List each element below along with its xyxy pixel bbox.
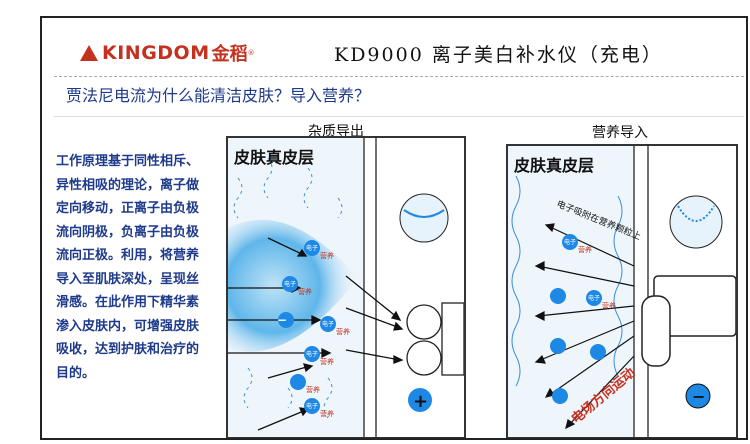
electrode-head bbox=[406, 302, 464, 376]
plus-sign: + bbox=[413, 391, 428, 412]
svg-text:电子: 电子 bbox=[306, 402, 318, 410]
magnifier-inset-right bbox=[669, 195, 723, 249]
header-divider bbox=[54, 76, 744, 77]
nutrient-labels-right: 营养 营养 bbox=[578, 245, 616, 310]
impurity-export-svg: 营养 营养 营养 营养 营养 营养 电子 电子 电子 电子 电子 − bbox=[228, 138, 464, 437]
minus-sign-right: − bbox=[692, 387, 705, 406]
device-body bbox=[641, 275, 736, 367]
caption-nutrient-import: 营养导入 bbox=[592, 125, 648, 141]
svg-text:营养: 营养 bbox=[602, 301, 616, 310]
brand-triangle-icon bbox=[80, 45, 98, 61]
product-title: KD9000 离子美白补水仪（充电） bbox=[334, 44, 663, 66]
minus-ion-sign: − bbox=[277, 313, 287, 327]
skin-dermis-label-left: 皮肤真皮层 bbox=[234, 148, 315, 167]
magnifier-curve bbox=[403, 209, 445, 218]
minus-electrode-icon bbox=[685, 383, 711, 409]
svg-text:营养: 营养 bbox=[320, 409, 334, 418]
electron-labels-right: 电子 电子 bbox=[564, 238, 600, 302]
svg-text:电子: 电子 bbox=[322, 320, 334, 328]
question-divider bbox=[54, 116, 744, 117]
electron-labels: 电子 电子 电子 电子 电子 bbox=[284, 244, 334, 410]
nutrient-labels: 营养 营养 营养 营养 营养 营养 bbox=[298, 251, 350, 418]
brand-logo: KINGDOM 金稻 ® bbox=[80, 40, 255, 66]
svg-text:营养: 营养 bbox=[306, 385, 320, 394]
plus-electrode-icon bbox=[408, 388, 432, 412]
svg-text:营养: 营养 bbox=[336, 327, 350, 336]
svg-text:电子: 电子 bbox=[306, 244, 318, 252]
skin-texture bbox=[233, 157, 343, 419]
header: KINGDOM 金稻 ® KD9000 离子美白补水仪（充电） bbox=[42, 18, 746, 80]
direction-arrows bbox=[534, 223, 635, 430]
main-frame: KINGDOM 金稻 ® KD9000 离子美白补水仪（充电） 贾法尼电流为什么… bbox=[40, 16, 748, 440]
registered-mark: ® bbox=[247, 49, 255, 57]
svg-text:电子: 电子 bbox=[306, 350, 318, 358]
brand-name: KINGDOM bbox=[102, 42, 210, 64]
impurity-export-diagram: 营养 营养 营养 营养 营养 营养 电子 电子 电子 电子 电子 − bbox=[226, 136, 466, 438]
svg-text:电子: 电子 bbox=[284, 280, 296, 288]
svg-text:营养: 营养 bbox=[578, 245, 592, 254]
svg-text:营养: 营养 bbox=[298, 287, 312, 296]
magnifier-curve-right bbox=[677, 205, 715, 222]
ion-particles bbox=[278, 240, 336, 414]
svg-text:营养: 营养 bbox=[320, 251, 334, 260]
ion-particles-right bbox=[550, 234, 606, 404]
svg-text:营养: 营养 bbox=[320, 357, 334, 366]
nutrient-import-svg: 营养 营养 电子 电子 − 电子吸附在营养颗粒上 电场方向运动 bbox=[508, 146, 736, 437]
skin-wave-lines bbox=[511, 175, 623, 387]
svg-text:电子: 电子 bbox=[588, 294, 600, 302]
svg-text:电子: 电子 bbox=[564, 238, 576, 246]
skin-dermis-label-right: 皮肤真皮层 bbox=[514, 156, 595, 175]
nutrient-import-diagram: 营养 营养 电子 电子 − 电子吸附在营养颗粒上 电场方向运动 皮肤真皮层 bbox=[506, 144, 738, 438]
brand-name-cn: 金稻 bbox=[211, 44, 248, 65]
principle-description: 工作原理基于同性相斥、异性相吸的理论，离子做定向移动，正离子由负极流向阴极，负离… bbox=[56, 154, 200, 381]
question-heading: 贾法尼电流为什么能清洁皮肤？导入营养？ bbox=[66, 86, 371, 105]
